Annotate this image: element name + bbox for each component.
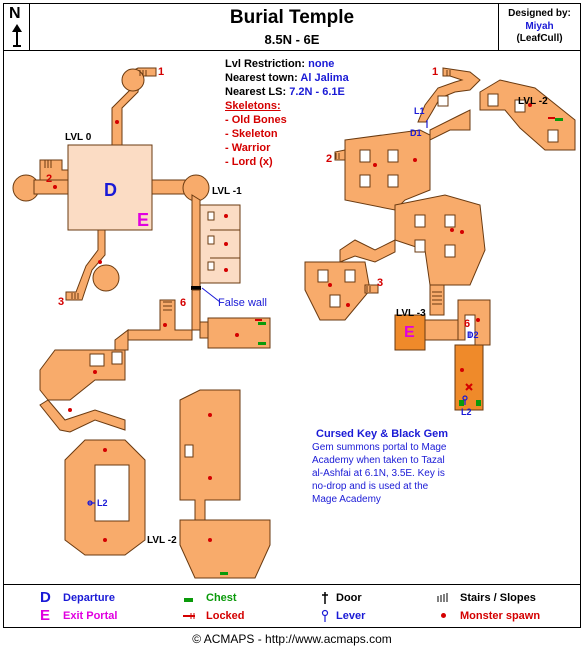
page-title: Burial Temple xyxy=(229,7,355,28)
skeleton-type: - Warrior xyxy=(225,142,271,154)
designed-by-label: Designed by: xyxy=(508,8,571,19)
lvl-minus2-label-left: LVL -2 xyxy=(147,535,177,546)
monster-spawn-icon xyxy=(441,613,446,618)
chest-icon xyxy=(220,118,563,575)
legend-departure-symbol: D xyxy=(40,589,51,606)
legend-door-label: Door xyxy=(336,592,362,604)
lord-spawn-icon xyxy=(465,383,473,391)
skeleton-type: - Skeleton xyxy=(225,128,278,140)
lever-l2-label-right: L2 xyxy=(461,407,472,417)
note-title: Cursed Key & Black Gem xyxy=(316,428,449,440)
legend-chest-label: Chest xyxy=(206,592,237,604)
nearest-town-value: Al Jalima xyxy=(300,72,349,84)
door-d1-label: D1 xyxy=(410,128,422,138)
designer-name: Miyah xyxy=(525,21,554,32)
lvl-minus3-label: LVL -3 xyxy=(396,308,426,319)
lvl0-area xyxy=(12,67,210,301)
lvl-minus1-area xyxy=(191,194,241,291)
nearest-ls-label: Nearest LS: xyxy=(225,86,287,98)
note-line: Academy when taken to Tazal xyxy=(312,455,445,466)
designer-box xyxy=(498,3,581,51)
stair-number-1-right: 1 xyxy=(432,66,439,78)
chest-icon xyxy=(184,598,193,602)
stair-number-3: 3 xyxy=(58,296,65,308)
note-line: al-Ashfai at 6.1N, 3.5E. Key is xyxy=(312,468,445,479)
footer-copyright: © ACMAPS - http://www.acmaps.com xyxy=(192,632,392,646)
legend-stairs-label: Stairs / Slopes xyxy=(460,592,536,604)
stairs-icon xyxy=(44,70,451,311)
legend-frame xyxy=(3,584,581,628)
stair-number-6: 6 xyxy=(180,297,187,309)
skeletons-label: Skeletons: xyxy=(225,100,281,112)
lvl-minus2-label-right: LVL -2 xyxy=(518,96,548,107)
lvl-restriction-value: none xyxy=(308,58,335,70)
designer-alias: (LeafCull) xyxy=(516,33,563,44)
departure-marker: D xyxy=(104,180,117,200)
legend-exit-symbol: E xyxy=(40,607,51,624)
stair-number-1: 1 xyxy=(158,66,165,78)
lvl-restriction: Lvl Restriction: none xyxy=(225,58,334,70)
stair-number-2: 2 xyxy=(46,173,53,185)
stair-number-6-right: 6 xyxy=(464,318,471,330)
lvl0-label: LVL 0 xyxy=(65,132,92,143)
legend-spawn-label: Monster spawn xyxy=(460,610,541,622)
lever-icon xyxy=(87,395,468,506)
door-d2-label: D2 xyxy=(467,330,479,340)
nearest-town: Nearest town: Al Jalima xyxy=(225,72,349,84)
legend-lever-label: Lever xyxy=(336,610,366,622)
false-wall-pointer xyxy=(201,287,221,303)
lvl-restriction-label: Lvl Restriction: xyxy=(225,58,306,70)
map-coordinates: 8.5N - 6E xyxy=(264,32,320,47)
door-icon xyxy=(322,592,328,604)
exit-portal-marker: E xyxy=(137,210,150,230)
lever-l1-label: L1 xyxy=(414,106,425,116)
note-line: Gem summons portal to Mage xyxy=(312,442,447,453)
locked-icon xyxy=(183,613,195,619)
nearest-ls-value: 7.2N - 6.1E xyxy=(289,86,345,98)
skeleton-type: - Lord (x) xyxy=(225,156,273,168)
lvl-minus1-label: LVL -1 xyxy=(212,186,242,197)
locked-icon xyxy=(255,117,555,321)
right-complex xyxy=(304,67,576,411)
stair-number-2-right: 2 xyxy=(326,153,333,165)
note-line: no-drop and is used at the xyxy=(312,481,429,492)
north-arrow-icon xyxy=(12,24,22,47)
stair-number-3-right: 3 xyxy=(377,277,384,289)
stairs-icon xyxy=(437,593,448,602)
false-wall-label: False wall xyxy=(218,297,267,309)
monster-spawn-icon xyxy=(53,103,532,542)
lever-icon xyxy=(321,609,329,622)
door-icon xyxy=(426,120,471,338)
exit-portal-marker-right: E xyxy=(404,324,415,341)
north-box xyxy=(3,3,30,51)
nearest-town-label: Nearest town: xyxy=(225,72,298,84)
skeleton-type: - Old Bones xyxy=(225,114,287,126)
legend-locked-label: Locked xyxy=(206,610,245,622)
lower-left-complex xyxy=(39,289,271,579)
note-line: Mage Academy xyxy=(312,494,381,505)
north-letter: N xyxy=(9,5,21,22)
nearest-ls: Nearest LS: 7.2N - 6.1E xyxy=(225,86,345,98)
legend-exit-label: Exit Portal xyxy=(63,610,118,622)
legend-departure-label: Departure xyxy=(63,592,115,604)
lever-l2-label-left: L2 xyxy=(97,498,108,508)
